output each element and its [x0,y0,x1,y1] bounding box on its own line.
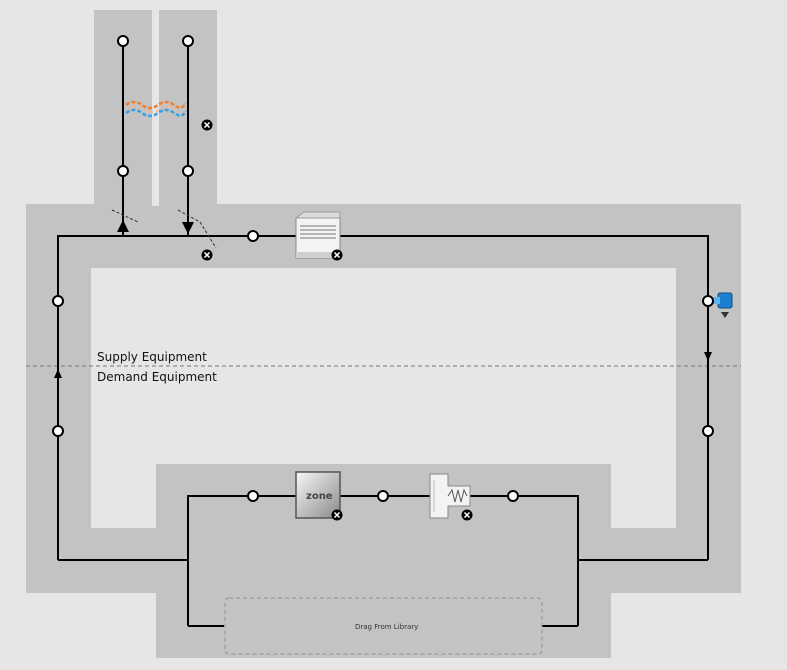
node-left-upper[interactable] [52,295,64,307]
node-stub-left-top[interactable] [117,35,129,47]
remove-heat-exchanger-button[interactable] [201,119,213,131]
node-stub-right-top[interactable] [182,35,194,47]
node-layer [52,35,714,502]
node-stub-right-mid[interactable] [182,165,194,177]
mixer-dashed-link [199,221,217,249]
thermal-zone-icon[interactable]: zone [295,471,341,519]
stub-gap-upper [152,10,159,74]
pipe-layer [57,41,709,627]
remove-coil-button[interactable] [331,249,343,261]
zone-label: zone [306,491,333,502]
main-loop-pipe [57,235,709,560]
node-supply-top[interactable] [247,230,259,242]
demand-equipment-label: Demand Equipment [97,370,217,384]
flow-arrow-up-stub [117,220,129,232]
node-demand-2[interactable] [377,490,389,502]
drag-from-library-drop-zone[interactable]: Drag From Library [224,597,543,655]
remove-mixer-button[interactable] [201,249,213,261]
remove-zone-button[interactable] [331,509,343,521]
node-demand-1[interactable] [247,490,259,502]
remove-terminal-button[interactable] [461,509,473,521]
node-right-upper[interactable] [702,295,714,307]
node-right-lower[interactable] [702,425,714,437]
main-loop-band [26,204,741,593]
drop-zone-label: Drag From Library [355,623,418,631]
remove-button-layer [201,119,473,521]
coil-component-icon[interactable] [294,211,341,259]
stub-gap-lower [152,138,159,206]
air-terminal-icon[interactable] [429,473,471,519]
setpoint-manager-icon[interactable] [713,292,733,318]
flow-arrow-down-right [704,352,712,361]
splitter-mark-right [177,209,201,223]
node-stub-left-mid[interactable] [117,165,129,177]
heat-exchanger-icon[interactable] [125,100,188,118]
flow-arrow-down-stub [182,222,194,234]
node-left-lower[interactable] [52,425,64,437]
flow-arrow-up-left [54,369,62,378]
supply-equipment-label: Supply Equipment [97,350,207,364]
node-demand-3[interactable] [507,490,519,502]
